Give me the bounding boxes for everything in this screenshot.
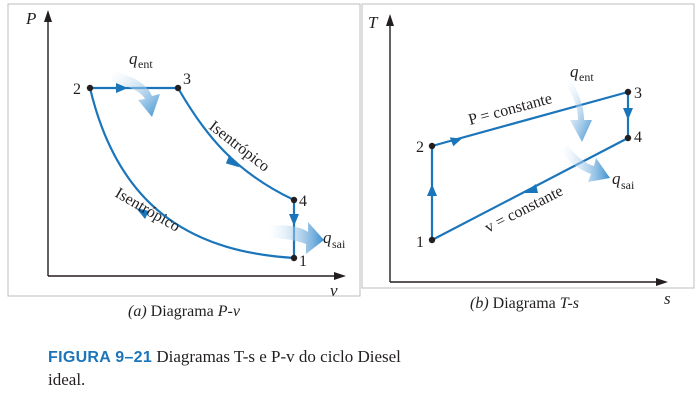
ts-label-point-4: 4 xyxy=(634,129,642,146)
pv-arrow-4-1 xyxy=(289,214,299,226)
ts-point-3 xyxy=(624,88,632,96)
pv-heat-out-label: q sai xyxy=(323,228,346,251)
pv-heat-in-label: q ent xyxy=(129,49,153,71)
pv-point-4 xyxy=(290,196,298,204)
svg-text:q: q xyxy=(129,49,138,68)
pv-label-point-4: 4 xyxy=(299,193,307,210)
ts-p-const-label: P = constante xyxy=(467,90,554,129)
ts-point-1 xyxy=(428,236,436,244)
pv-state-points xyxy=(86,84,298,262)
pv-isentropic-lower-label: Isentrópico xyxy=(112,185,183,236)
pv-axes xyxy=(47,18,338,277)
pv-direction-arrows xyxy=(116,83,299,226)
svg-text:sai: sai xyxy=(621,178,635,192)
ts-axis-y-label: T xyxy=(368,13,379,32)
ts-axes xyxy=(389,22,660,283)
ts-heat-out-label: q sai xyxy=(612,169,635,192)
pv-arrow-1-2 xyxy=(136,208,149,219)
ts-arrow-1-2 xyxy=(427,184,437,196)
svg-text:q: q xyxy=(612,169,621,188)
ts-state-points xyxy=(428,88,632,244)
pv-process-1-2 xyxy=(88,87,295,260)
ts-point-4 xyxy=(624,134,632,142)
svg-text:ent: ent xyxy=(138,57,153,71)
ts-heat-out-arrow xyxy=(560,146,610,182)
pv-x-arrowhead xyxy=(334,272,346,280)
ts-arrow-3-4 xyxy=(623,108,633,120)
ts-label-point-1: 1 xyxy=(416,234,424,251)
ts-diagram: T s 1 2 3 4 q xyxy=(361,3,695,312)
pv-heat-out-arrow xyxy=(268,222,324,254)
pv-point-2 xyxy=(86,84,94,92)
figure-caption-text: Diagramas T-s e P-v do ciclo Diesel idea… xyxy=(48,347,401,389)
pv-label-point-2: 2 xyxy=(73,81,81,98)
pv-heat-in-arrow xyxy=(112,70,160,117)
pv-arrow-2-3 xyxy=(116,83,128,93)
ts-direction-arrows xyxy=(427,108,633,196)
figure-caption: FIGURA 9–21 Diagramas T-s e P-v do ciclo… xyxy=(48,346,408,391)
svg-text:ent: ent xyxy=(579,70,594,84)
ts-arrow-2-3 xyxy=(449,137,462,147)
pv-arrow-3-4 xyxy=(225,154,240,168)
pv-cycle xyxy=(88,86,296,260)
figure-caption-label: FIGURA 9–21 xyxy=(48,349,153,366)
ts-caption: (b) Diagrama T-s xyxy=(470,295,579,312)
ts-label-point-2: 2 xyxy=(416,139,424,156)
pv-frame xyxy=(7,3,361,297)
ts-point-2 xyxy=(428,142,436,150)
pv-caption: (a) Diagrama P-v xyxy=(128,303,241,320)
pv-point-3 xyxy=(174,84,182,92)
ts-label-point-3: 3 xyxy=(634,85,642,102)
ts-heat-in-label: q ent xyxy=(570,62,594,84)
pv-label-point-1: 1 xyxy=(299,253,307,270)
pv-y-arrowhead xyxy=(44,10,52,22)
svg-text:sai: sai xyxy=(332,237,346,251)
ts-heat-in-arrow xyxy=(566,82,592,142)
ts-axis-x-label: s xyxy=(664,289,671,308)
ts-arrow-4-1 xyxy=(524,184,538,193)
svg-text:q: q xyxy=(570,62,579,81)
pv-diagram: P v 2 3 4 1 xyxy=(7,3,361,320)
ts-x-arrowhead xyxy=(656,278,668,286)
ts-y-arrowhead xyxy=(386,14,394,26)
pv-process-3-4 xyxy=(177,87,295,201)
svg-text:q: q xyxy=(323,228,332,247)
ts-process-2-3 xyxy=(431,90,629,148)
pv-label-point-3: 3 xyxy=(183,71,191,88)
ts-v-const-label: v = constante xyxy=(482,183,566,237)
pv-axis-y-label: P xyxy=(25,9,36,28)
pv-point-1 xyxy=(290,254,298,262)
pv-axis-x-label: v xyxy=(330,281,338,300)
ts-frame xyxy=(361,3,695,289)
